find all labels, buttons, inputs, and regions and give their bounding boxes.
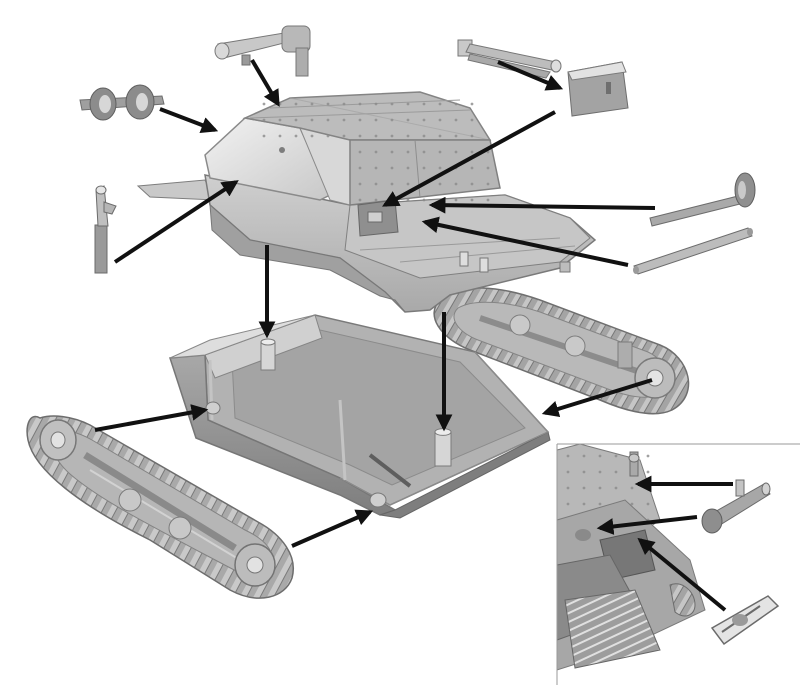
arrow-headlights	[159, 107, 219, 134]
antenna-rod	[633, 227, 753, 275]
arrow-right-track	[541, 378, 653, 418]
tow-bar-rod	[649, 172, 756, 227]
arrow-hatch	[497, 60, 564, 91]
lower-hull-tub	[168, 314, 551, 519]
upper-hull	[136, 91, 597, 313]
assembly-arrows	[94, 58, 733, 612]
left-track-assembly	[26, 415, 294, 599]
exhaust-pipe	[94, 185, 117, 274]
right-track-assembly	[433, 287, 690, 415]
arrow-inset-clamp	[637, 537, 727, 612]
arrow-left-track-front	[291, 509, 374, 548]
inset-panel	[556, 443, 800, 685]
inset-jack	[701, 479, 771, 534]
arrow-left-track-rear	[94, 404, 209, 432]
arrow-machine-gun	[250, 58, 280, 107]
inset-clamp	[710, 595, 780, 646]
hatch-cover	[567, 61, 629, 117]
arrow-inset-jack	[596, 515, 698, 535]
arrow-exhaust	[113, 180, 239, 264]
machine-gun	[214, 25, 311, 77]
track-return-parts	[457, 39, 562, 79]
headlight-pair	[79, 84, 165, 121]
arrow-tow-bar	[428, 196, 656, 214]
arrow-gun-mount	[382, 110, 556, 207]
arrow-antenna	[421, 216, 629, 267]
inset-tool	[628, 451, 640, 477]
